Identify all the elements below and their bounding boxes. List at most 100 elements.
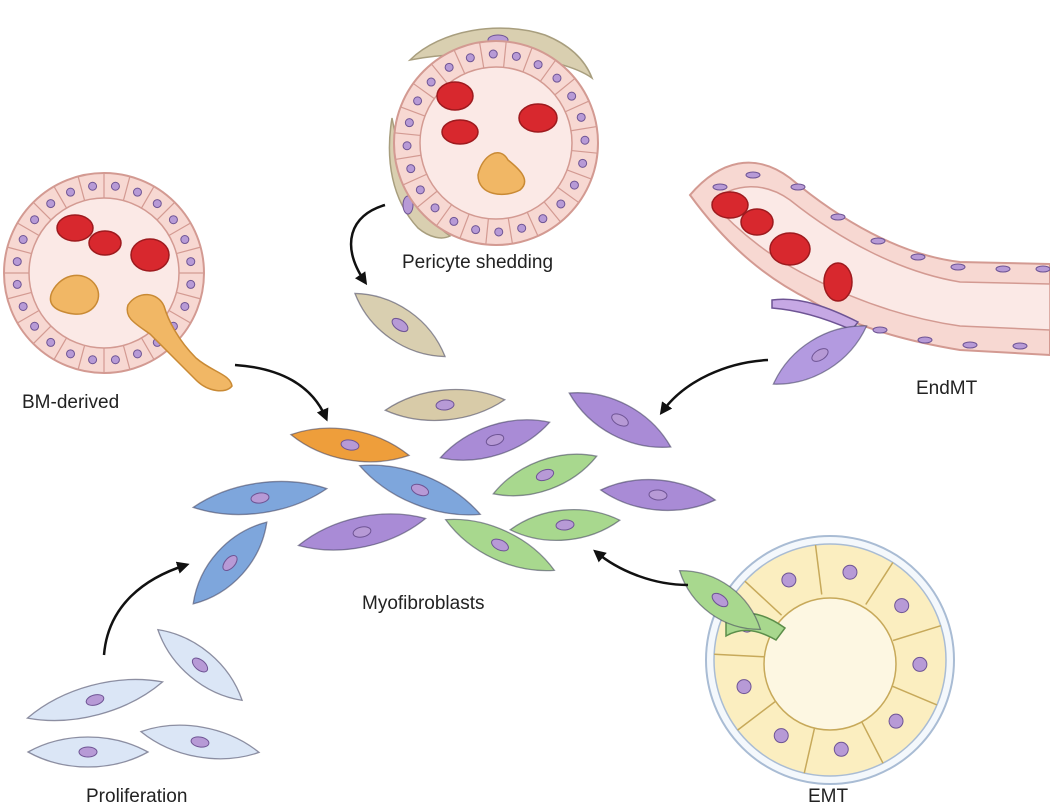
cell-nucleus <box>611 413 629 427</box>
cell-border <box>122 345 131 370</box>
cell-border <box>77 345 86 370</box>
cell-nucleus <box>152 199 162 209</box>
cell-nucleus <box>556 199 566 209</box>
cell-border <box>557 186 580 204</box>
cell-nucleus <box>180 301 190 311</box>
cell-border <box>395 154 422 161</box>
arrow-endmt <box>659 358 769 416</box>
cell-nucleus <box>917 336 933 344</box>
bm-endothelial-ring <box>4 173 204 373</box>
myofibroblast-orange <box>289 427 411 463</box>
cell-border <box>865 562 894 605</box>
cell-nucleus <box>995 265 1011 273</box>
cell-border <box>566 169 592 180</box>
red-blood-cell <box>88 230 122 256</box>
cell-border <box>17 222 40 237</box>
cell-border <box>478 42 485 69</box>
myofibroblast-tan <box>383 388 507 422</box>
spindle-cells <box>25 292 868 768</box>
cell-nucleus <box>745 171 761 179</box>
cell-nucleus <box>535 468 555 482</box>
leukocyte-cell <box>477 152 526 196</box>
cell-nucleus <box>30 321 40 331</box>
cell-nucleus <box>110 355 120 365</box>
cell-nucleus <box>46 337 56 347</box>
arrow-pericyte <box>349 203 386 286</box>
cell-border <box>394 132 421 137</box>
cell-nucleus <box>491 538 509 552</box>
proliferating-fibroblast <box>156 628 244 702</box>
proliferating-fibroblast <box>25 678 165 722</box>
cell-nucleus <box>191 657 209 673</box>
emt-epithelial-cells <box>714 544 942 774</box>
red-blood-cell <box>823 262 853 302</box>
myofibroblast-blue <box>192 521 268 605</box>
label-pericyte-shedding: Pericyte shedding <box>402 252 554 273</box>
cell-border <box>416 190 438 209</box>
cell-nucleus <box>410 483 430 497</box>
cell-nucleus <box>180 235 190 245</box>
cell-nucleus <box>12 257 22 267</box>
cell-nucleus <box>910 253 926 261</box>
cell-border <box>17 309 40 324</box>
cell-nucleus <box>66 187 76 197</box>
cell-nucleus <box>1012 342 1028 350</box>
cell-nucleus <box>552 73 562 83</box>
endmt-endothelial-cells <box>712 171 1050 350</box>
red-blood-cell <box>436 81 474 111</box>
cell-nucleus <box>46 199 56 209</box>
arrows <box>102 203 769 656</box>
emt-migrating-cell <box>678 569 762 631</box>
cell-border <box>53 337 68 360</box>
cell-border <box>453 49 466 74</box>
cell-border <box>522 47 533 73</box>
cell-border <box>168 222 191 237</box>
cell-border <box>176 291 201 300</box>
myofibroblast-green <box>444 518 556 572</box>
cell-border <box>122 176 131 201</box>
cell-border <box>714 653 765 658</box>
cell-nucleus <box>872 326 888 334</box>
cell-nucleus <box>18 235 28 245</box>
arrow-proliferation <box>102 561 190 656</box>
cell-border <box>459 213 470 239</box>
cell-border <box>7 246 32 255</box>
cell-border <box>737 699 778 731</box>
cell-nucleus <box>85 694 105 706</box>
emt-epithelium <box>705 535 955 785</box>
red-blood-cell <box>56 214 94 242</box>
proliferating-fibroblast <box>139 724 261 760</box>
arrow-emt <box>593 549 689 587</box>
cell-nucleus <box>888 713 904 729</box>
cell-nucleus <box>78 746 98 758</box>
cell-nucleus <box>66 349 76 359</box>
endmt-vessel <box>688 161 1050 357</box>
cell-nucleus <box>449 216 459 226</box>
cell-nucleus <box>430 203 440 213</box>
pericyte-migrating-cell <box>353 292 447 358</box>
cell-nucleus <box>488 49 498 59</box>
cell-nucleus <box>576 112 586 122</box>
pericyte-vessel <box>388 27 599 246</box>
label-proliferation: Proliferation <box>86 786 188 807</box>
red-blood-cell <box>769 232 811 266</box>
cell-nucleus <box>912 656 928 672</box>
cell-nucleus <box>1035 265 1050 273</box>
red-blood-cell <box>711 191 749 219</box>
myofibroblast-purple <box>439 419 551 461</box>
cell-nucleus <box>471 225 481 235</box>
cell-nucleus <box>485 433 505 447</box>
cell-border <box>7 291 32 300</box>
cell-border <box>554 77 576 96</box>
cell-nucleus <box>186 279 196 289</box>
myofibroblast-green <box>492 453 598 497</box>
cell-border <box>543 201 562 223</box>
arrow-bm-derived <box>234 363 329 422</box>
cell-border <box>571 149 598 154</box>
cell-border <box>526 212 539 237</box>
cell-border <box>890 684 938 706</box>
red-blood-cell <box>130 238 170 272</box>
myofibroblast-purple <box>599 478 717 512</box>
cell-nucleus <box>567 91 577 101</box>
cell-nucleus <box>465 53 475 63</box>
